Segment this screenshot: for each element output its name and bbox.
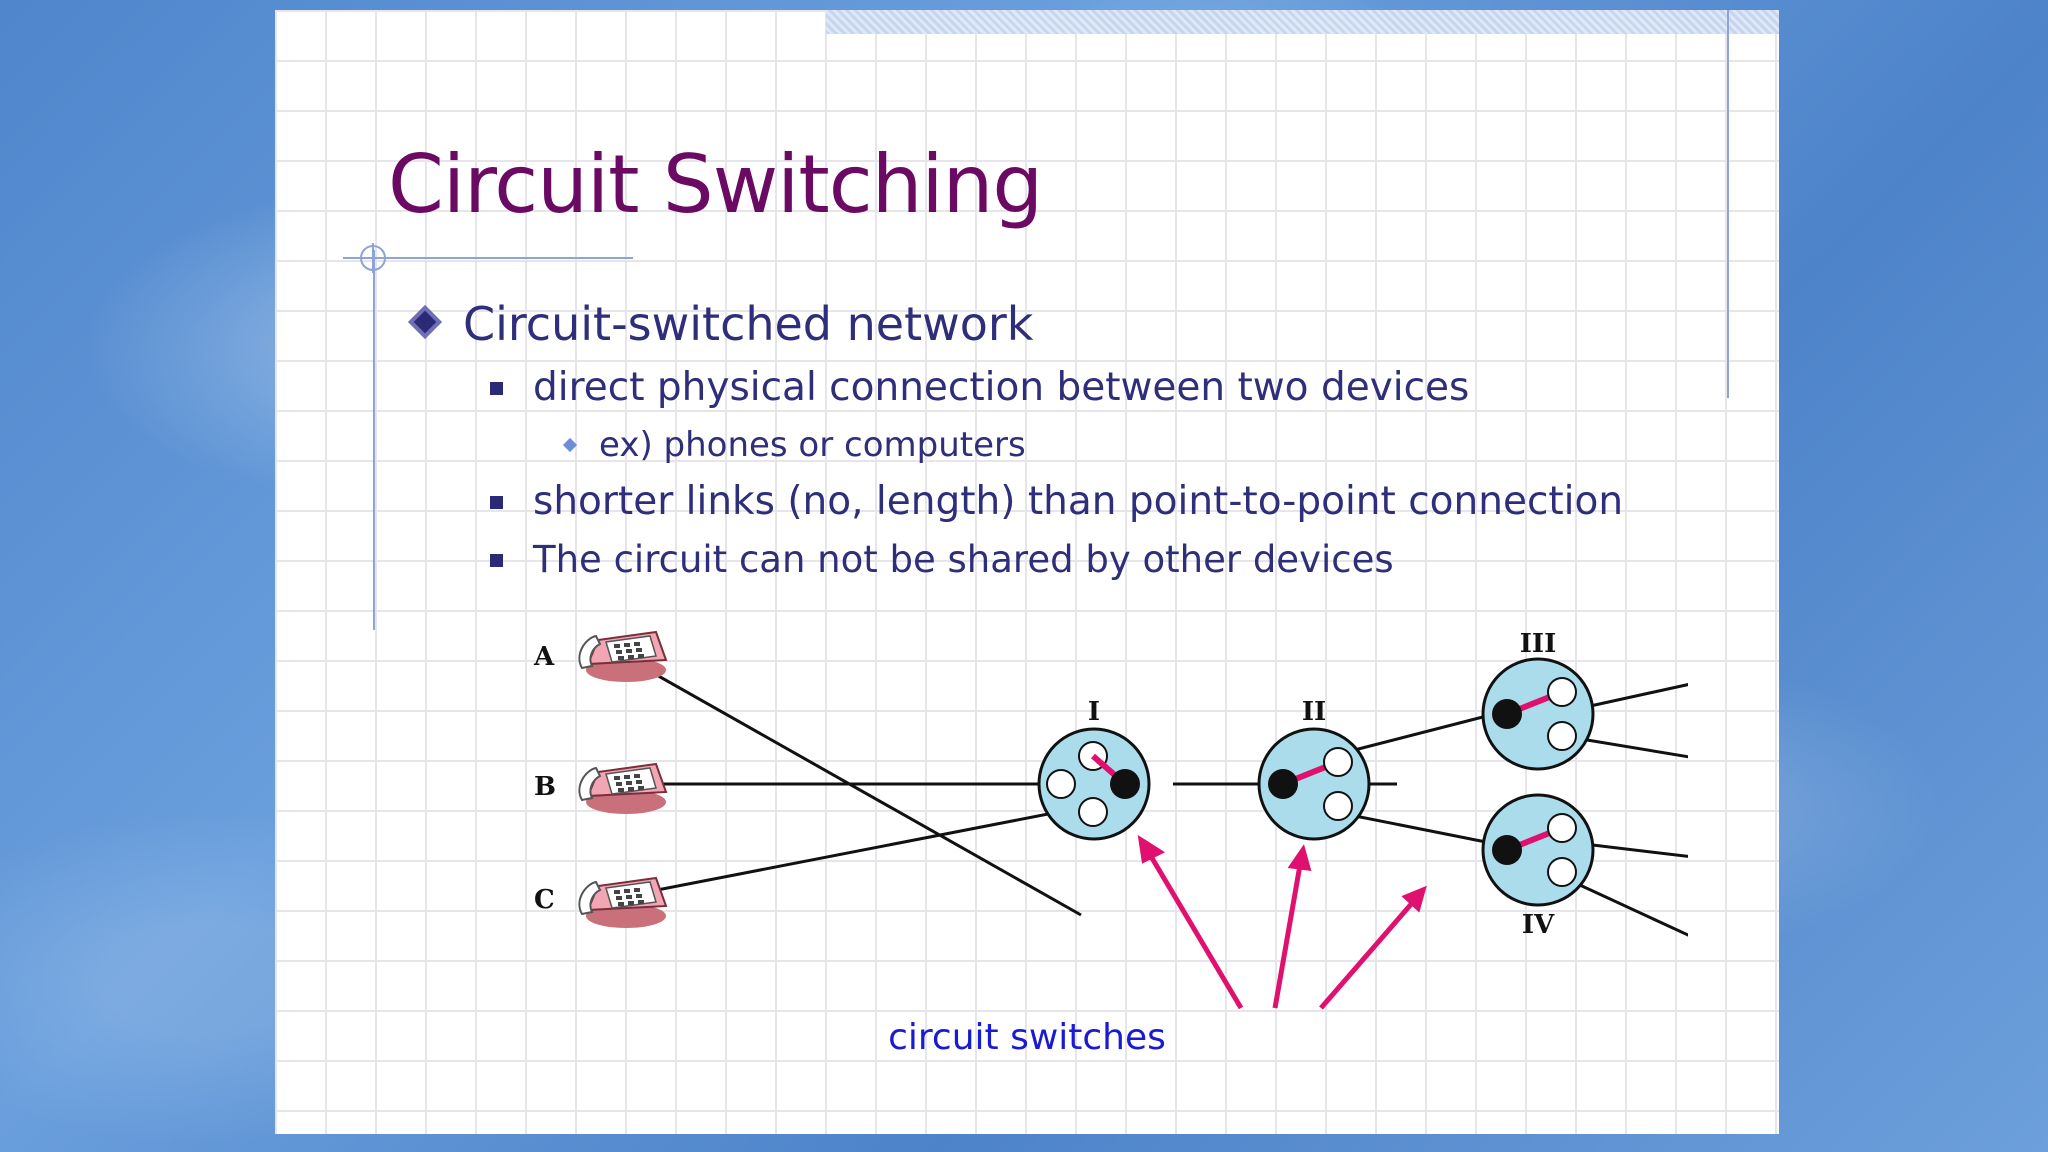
- bullet-sub-1: direct physical connection between two d…: [490, 365, 1469, 410]
- slide-title: Circuit Switching: [388, 138, 1043, 231]
- bullet-sub-2: shorter links (no, length) than point-to…: [490, 479, 1623, 524]
- square-bullet-icon: [490, 496, 503, 509]
- square-bullet-icon: [490, 554, 503, 567]
- circuit-switching-diagram: A B C D E F G I II III IV: [533, 629, 1688, 1010]
- bullet-sub-1-example: ex) phones or computers: [562, 425, 1026, 465]
- phone-b-icon: [578, 763, 667, 815]
- phone-a-icon: [578, 631, 667, 683]
- small-diamond-bullet-icon: [562, 437, 578, 453]
- bullet-sub-2-text: shorter links (no, length) than point-to…: [533, 479, 1624, 524]
- bullet-example-text: ex) phones or computers: [599, 425, 1026, 465]
- left-decoration-rule: [373, 250, 375, 630]
- bullet-main-text: Circuit-switched network: [463, 297, 1034, 351]
- switch-ii: [1257, 727, 1371, 841]
- switch-iv: [1481, 793, 1595, 907]
- slide: Circuit Switching Circuit-switched netwo…: [275, 10, 1779, 1134]
- phone-label-b: B: [534, 772, 556, 802]
- diagram-caption: circuit switches: [888, 1017, 1166, 1058]
- bullet-main: Circuit-switched network: [408, 297, 1034, 351]
- right-decoration-rule: [1727, 10, 1729, 398]
- switch-label-iii: III: [1520, 629, 1557, 659]
- switch-label-ii: II: [1302, 697, 1326, 727]
- bullet-sub-3: The circuit can not be shared by other d…: [490, 538, 1394, 581]
- crosshair-icon: [358, 243, 388, 273]
- switch-iii: [1481, 657, 1595, 771]
- switch-i: [1037, 727, 1151, 841]
- phone-c-icon: [578, 877, 667, 929]
- square-bullet-icon: [490, 382, 503, 395]
- phone-label-a: A: [533, 642, 555, 672]
- switch-label-i: I: [1088, 697, 1100, 727]
- switch-label-iv: IV: [1522, 910, 1555, 940]
- bullet-sub-1-text: direct physical connection between two d…: [533, 365, 1470, 410]
- bullet-sub-3-text: The circuit can not be shared by other d…: [533, 538, 1394, 581]
- phone-label-c: C: [534, 885, 555, 915]
- top-decoration-strip: [826, 10, 1779, 34]
- diamond-bullet-icon: [408, 305, 442, 339]
- title-underline-rule: [343, 257, 633, 259]
